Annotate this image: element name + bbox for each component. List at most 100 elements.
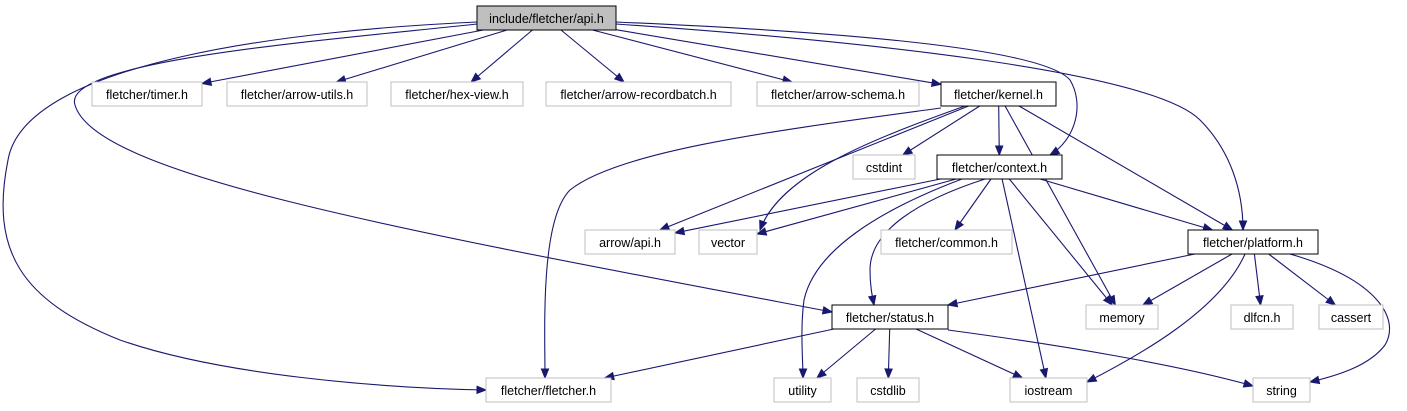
arrowhead-kernel-to-platform — [1221, 221, 1234, 231]
node-common: fletcher/common.h — [880, 229, 1013, 255]
node-label-vector: vector — [711, 236, 745, 250]
arrowhead-platform-to-dlfcn — [1255, 295, 1264, 307]
node-label-memory: memory — [1099, 311, 1145, 325]
node-label-cassert: cassert — [1331, 311, 1372, 325]
node-cstdlib: cstdlib — [856, 377, 920, 403]
node-box-arrowapi — [584, 229, 676, 255]
arrowhead-api-to-hexview — [470, 72, 482, 83]
arrowhead-platform-to-string — [1308, 375, 1321, 385]
edges-layer — [2, 21, 1390, 395]
node-label-schema: fletcher/arrow-schema.h — [771, 88, 905, 102]
edge-platform-to-iostream — [1086, 253, 1246, 383]
edge-api-to-context — [615, 21, 1078, 156]
arrowhead-kernel-to-context — [994, 145, 1004, 157]
arrowhead-context-to-common — [954, 219, 965, 232]
node-label-api: include/fletcher/api.h — [489, 12, 604, 26]
node-label-kernel: fletcher/kernel.h — [954, 88, 1043, 102]
node-fletcherh: fletcher/fletcher.h — [485, 377, 612, 403]
node-timer: fletcher/timer.h — [91, 81, 203, 107]
arrowhead-api-to-context — [1048, 146, 1061, 156]
edge-context-to-common — [954, 178, 992, 231]
edge-kernel-to-vector — [759, 105, 966, 231]
edge-status-to-fletcherh — [604, 328, 835, 379]
node-box-platform — [1187, 229, 1319, 255]
edge-context-to-iostream — [1001, 178, 1047, 379]
node-cassert: cassert — [1318, 304, 1384, 330]
edge-platform-to-string — [1289, 253, 1390, 383]
edge-api-to-recordbatch — [560, 29, 625, 83]
edge-context-to-vector — [756, 178, 957, 235]
arrowhead-platform-to-cassert — [1325, 295, 1337, 306]
node-context[interactable]: fletcher/context.h — [936, 154, 1063, 180]
arrowhead-api-to-timer — [200, 77, 213, 87]
edge-platform-to-cassert — [1268, 253, 1336, 306]
arrowhead-context-to-status — [867, 294, 877, 307]
arrowhead-kernel-to-fletcherh — [540, 368, 550, 380]
node-box-api — [476, 5, 617, 31]
node-label-context: fletcher/context.h — [952, 161, 1047, 175]
arrowhead-platform-to-status — [946, 298, 959, 308]
node-status[interactable]: fletcher/status.h — [831, 304, 949, 330]
arrowhead-context-to-iostream — [1039, 367, 1049, 380]
node-box-timer — [91, 81, 203, 107]
node-box-iostream — [1009, 377, 1088, 403]
arrowhead-status-to-iostream — [1012, 370, 1024, 379]
node-platform[interactable]: fletcher/platform.h — [1187, 229, 1319, 255]
node-box-cstdlib — [856, 377, 920, 403]
arrowhead-kernel-to-arrowapi — [658, 222, 671, 231]
node-memory: memory — [1085, 304, 1159, 330]
edge-kernel-to-cstdint — [902, 105, 980, 156]
node-box-utility — [773, 377, 832, 403]
arrowhead-platform-to-iostream — [1085, 373, 1098, 383]
node-box-recordbatch — [545, 81, 732, 107]
node-label-common: fletcher/common.h — [895, 236, 998, 250]
node-arrowutils: fletcher/arrow-utils.h — [226, 81, 368, 107]
node-label-platform: fletcher/platform.h — [1203, 236, 1303, 250]
arrowhead-api-to-fletcherh — [476, 385, 488, 395]
edge-api-to-hexview — [470, 29, 533, 83]
node-label-status: fletcher/status.h — [846, 311, 934, 325]
node-box-dlfcn — [1230, 304, 1294, 330]
node-hexview: fletcher/hex-view.h — [390, 81, 524, 107]
arrowhead-context-to-utility — [798, 368, 808, 380]
edge-platform-to-memory — [1142, 253, 1233, 306]
edge-api-to-arrowutils — [336, 29, 508, 83]
node-dlfcn: dlfcn.h — [1230, 304, 1294, 330]
node-recordbatch: fletcher/arrow-recordbatch.h — [545, 81, 732, 107]
arrowhead-api-to-status — [821, 305, 834, 315]
arrowhead-context-to-vector — [755, 227, 768, 236]
arrowhead-status-to-utility — [815, 368, 827, 379]
node-label-arrowutils: fletcher/arrow-utils.h — [241, 88, 354, 102]
nodes-layer: include/fletcher/api.h fletcher/timer.h fl… — [91, 5, 1384, 403]
edge-kernel-to-memory — [1004, 105, 1116, 306]
edge-platform-to-status — [947, 253, 1196, 306]
node-kernel[interactable]: fletcher/kernel.h — [940, 81, 1057, 107]
node-label-dlfcn: dlfcn.h — [1244, 311, 1281, 325]
edge-context-to-arrowapi — [674, 178, 941, 234]
edge-kernel-to-arrowapi — [659, 105, 969, 231]
node-box-memory — [1085, 304, 1159, 330]
node-arrowapi: arrow/api.h — [584, 229, 676, 255]
node-label-timer: fletcher/timer.h — [106, 88, 188, 102]
edge-context-to-utility — [801, 178, 963, 379]
node-label-cstdint: cstdint — [866, 161, 903, 175]
edge-context-to-status — [869, 178, 986, 306]
edge-status-to-iostream — [915, 328, 1023, 379]
arrowhead-kernel-to-cstdint — [901, 146, 914, 156]
edge-kernel-to-platform — [1018, 105, 1233, 231]
node-box-hexview — [390, 81, 524, 107]
node-api[interactable]: include/fletcher/api.h — [476, 5, 617, 31]
node-box-fletcherh — [485, 377, 612, 403]
edge-api-to-kernel — [615, 29, 942, 85]
arrowhead-platform-to-memory — [1141, 296, 1154, 306]
arrowhead-context-to-memory — [1102, 294, 1114, 307]
arrowhead-api-to-kernel — [930, 78, 943, 88]
arrowhead-context-to-arrowapi — [673, 226, 686, 236]
edge-context-to-platform — [1039, 178, 1213, 231]
edge-api-to-status — [74, 23, 833, 313]
node-box-common — [880, 229, 1013, 255]
node-label-recordbatch: fletcher/arrow-recordbatch.h — [560, 88, 716, 102]
node-box-context — [936, 154, 1063, 180]
node-iostream: iostream — [1009, 377, 1088, 403]
